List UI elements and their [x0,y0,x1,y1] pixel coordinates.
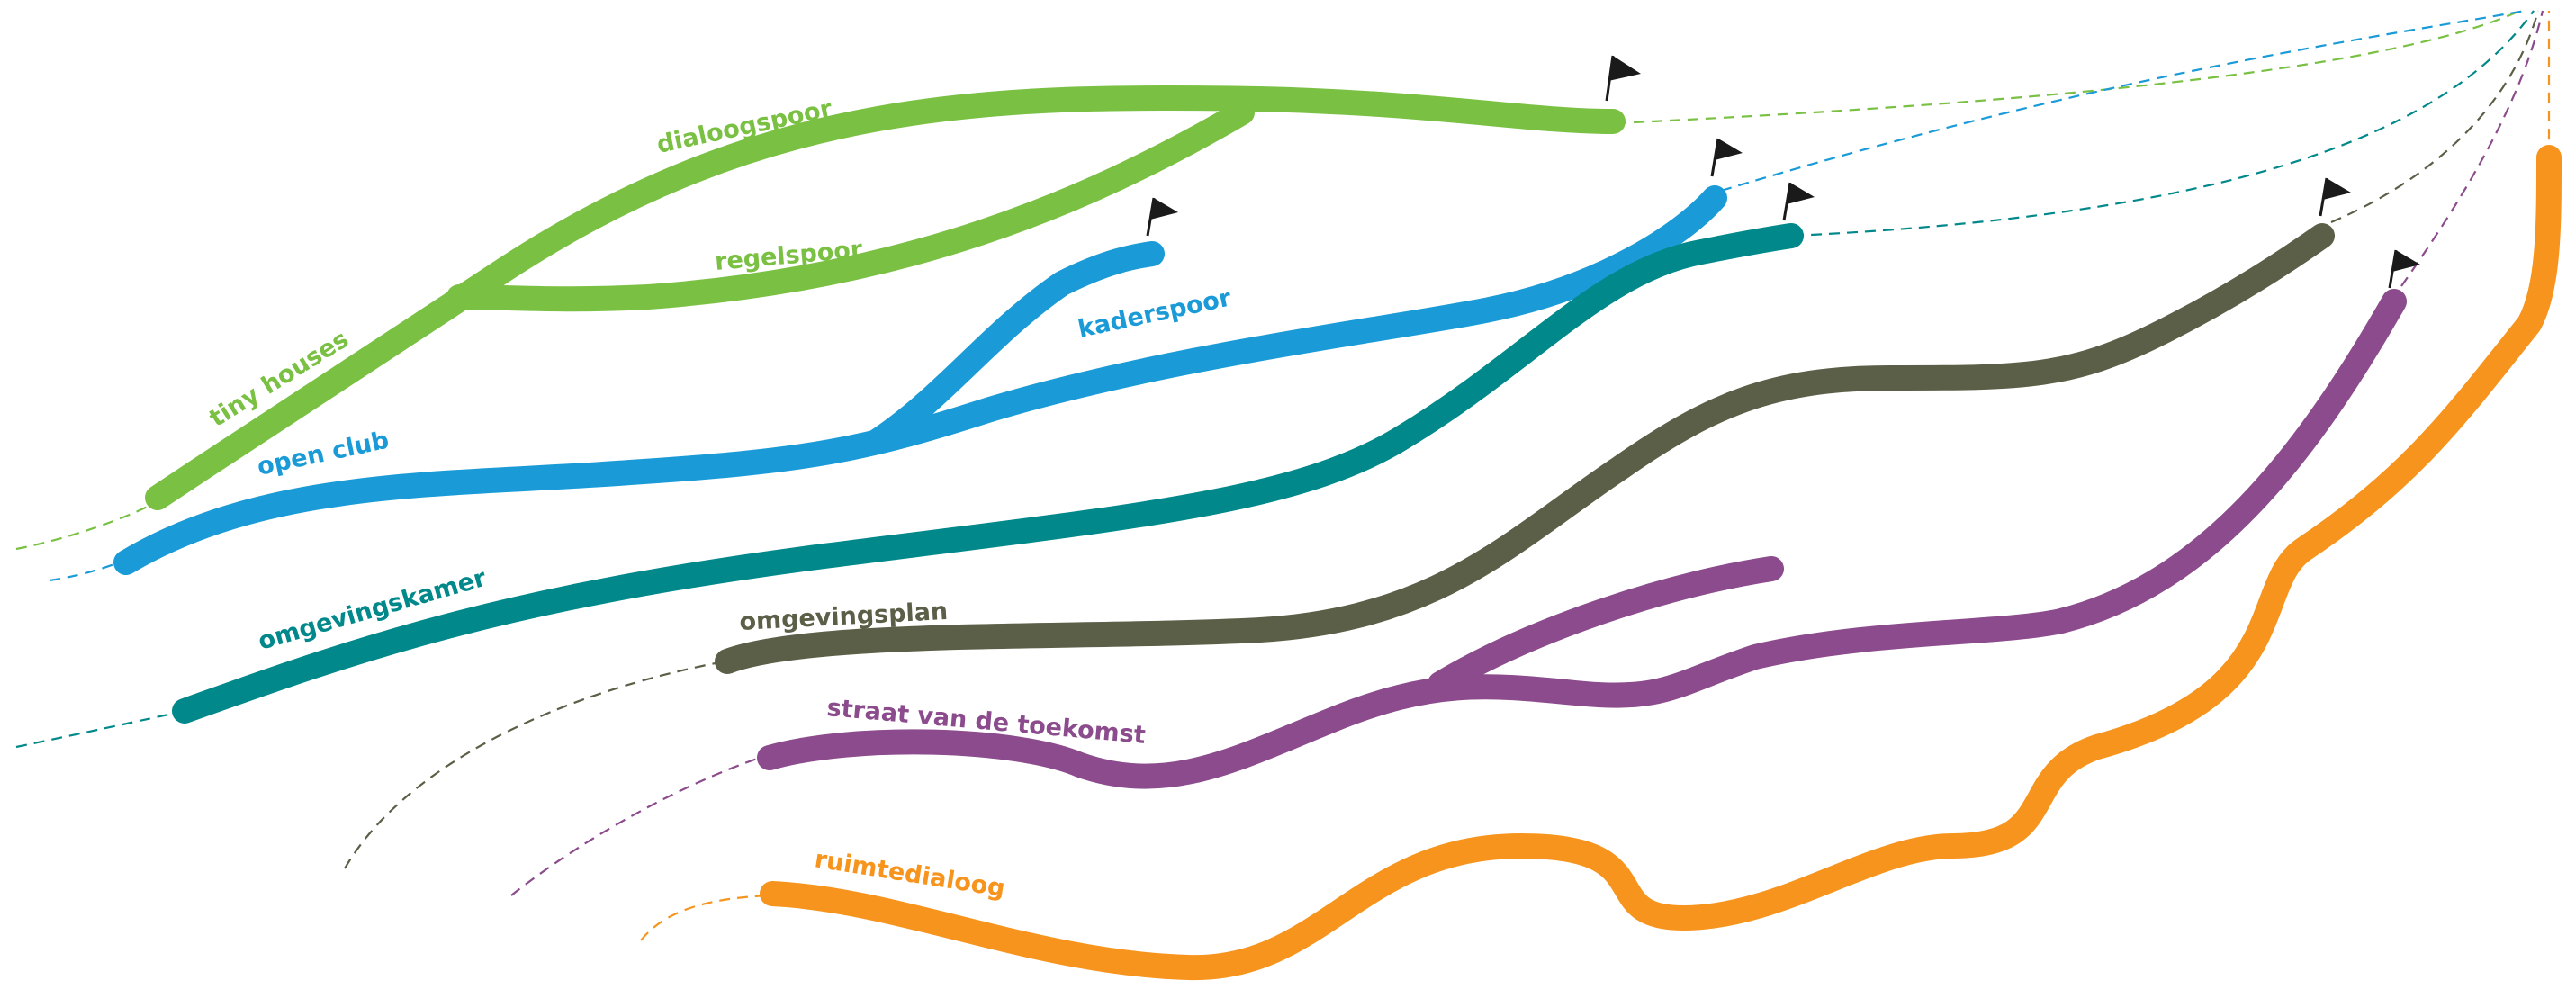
purple-branch-line [1428,556,1784,697]
flag-icon [1710,138,1743,177]
purple-start-dash [510,754,766,896]
olive-track [715,223,2335,674]
olive-start-dash [344,660,725,869]
blue-end-dash [1720,9,2526,193]
flag-icon [1146,197,1178,237]
purple-main-line [757,289,2407,789]
flag-icon [1605,55,1641,102]
green-track [145,85,1626,510]
teal-end-dash [1792,10,2535,238]
teal-track [172,223,1804,724]
purple-end-dash [2400,10,2544,287]
green-main-line [145,85,1626,510]
purple-track [757,289,2407,789]
flags [1146,55,2420,289]
orange-main-line [760,145,2562,981]
label-kaderspoor: kaderspoor [1076,283,1234,343]
blue-track [113,185,1727,575]
olive-main-line [715,223,2335,674]
green-branch-line [446,100,1255,312]
teal-main-line [172,223,1804,724]
green-start-dash [15,503,154,551]
dashed-connectors [15,9,2551,941]
blue-main-line [113,185,1727,575]
flag-icon [2319,177,2351,217]
teal-start-dash [15,709,185,749]
flag-icon [2388,249,2420,289]
blue-branch-line [865,241,1165,454]
green-end-dash [1615,9,2521,125]
orange-start-dash [640,894,770,941]
orange-track [760,145,2562,981]
flag-icon [1782,182,1815,221]
olive-end-dash [2330,10,2540,224]
